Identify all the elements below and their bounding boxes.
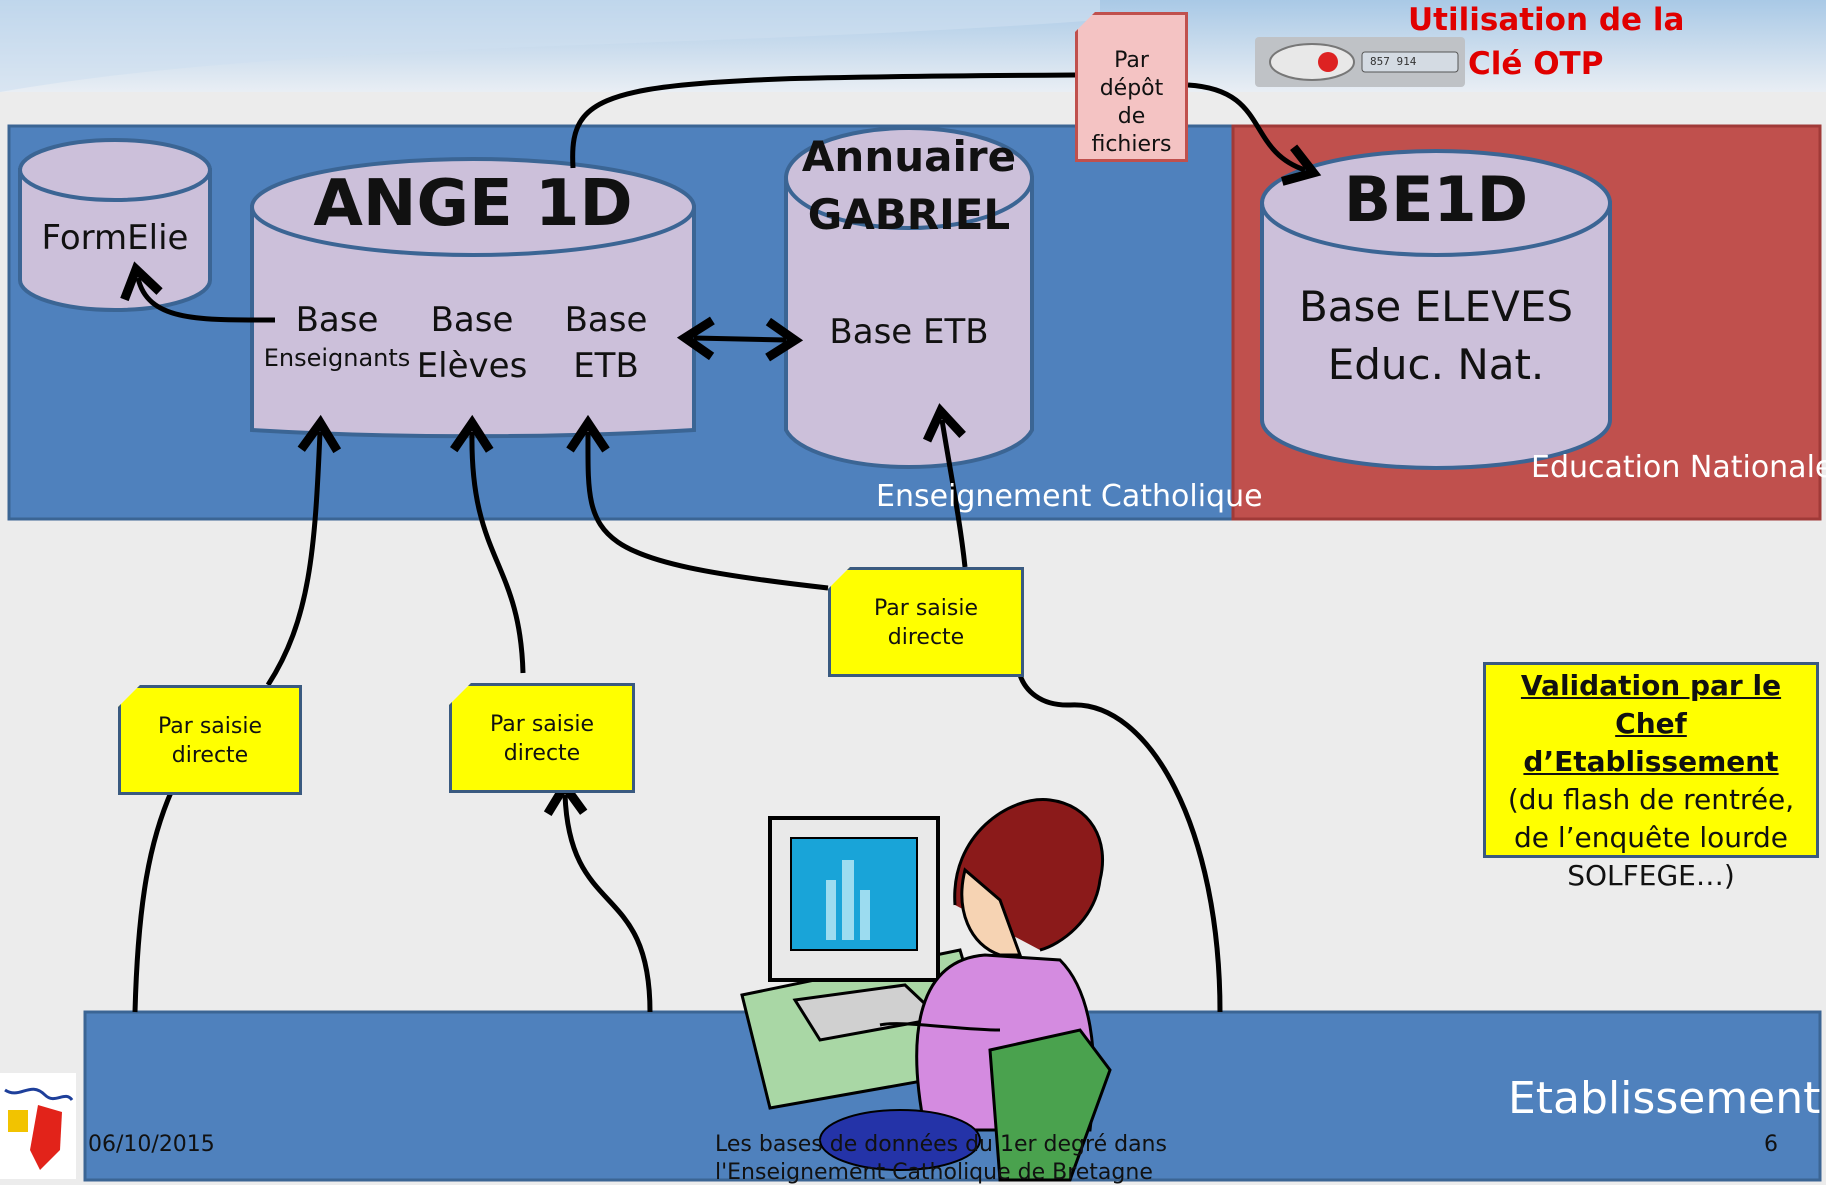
person-at-computer-illustration [740, 798, 1112, 1182]
otp-title-line1: Utilisation de la [1408, 2, 1685, 38]
saisie-note-2: Par saisie directe [449, 683, 635, 793]
ange-col2-line1: Base [430, 300, 514, 340]
gabriel-body: Base ETB [829, 312, 989, 352]
footer-page-number: 6 [1764, 1132, 1778, 1157]
otp-key-image [1255, 37, 1465, 87]
cylinder-be1d [1260, 149, 1612, 470]
saisie-note-1-line1: Par saisie [158, 714, 262, 739]
depot-line-1: Par [1114, 48, 1149, 73]
footer-title-line2: l'Enseignement Catholique de Bretagne [715, 1160, 1153, 1185]
depot-line-4: fichiers [1091, 132, 1172, 157]
depot-line-2: dépôt [1099, 76, 1164, 101]
validation-line4: de l’enquête lourde [1513, 821, 1789, 854]
zone-label-etablissement: Etablissement [1508, 1073, 1821, 1124]
formelie-title: FormElie [41, 218, 189, 258]
saisie-note-2-line2: directe [503, 741, 581, 766]
ange-col2-line2: Elèves [416, 346, 528, 386]
ange-col1-line1: Base [295, 300, 379, 340]
validation-box: Validation par le Chef d’Etablissement (… [1483, 662, 1819, 892]
validation-line5: SOLFEGE…) [1567, 859, 1735, 892]
otp-title-line2: Clé OTP [1468, 46, 1604, 82]
connectors [120, 72, 1322, 1013]
saisie-note-1: Par saisie directe [118, 685, 302, 795]
ange-col3-line1: Base [564, 300, 648, 340]
depot-fichiers-note: Par dépôt de fichiers [1075, 12, 1188, 162]
validation-line2: Chef d’Etablissement [1523, 707, 1779, 778]
saisie-note-1-line2: directe [171, 743, 249, 768]
otp-key-display: 857 914 [1370, 55, 1417, 68]
saisie-note-3: Par saisie directe [828, 567, 1024, 677]
saisie-note-3-line2: directe [887, 625, 965, 650]
be1d-line1: Base ELEVES [1298, 282, 1574, 331]
gabriel-title-line1: Annuaire [801, 132, 1017, 181]
gabriel-title-line2: GABRIEL [807, 190, 1011, 239]
ange-col3-line2: ETB [573, 346, 639, 386]
school-logo [0, 1073, 76, 1179]
be1d-title: BE1D [1343, 163, 1529, 236]
saisie-note-3-line1: Par saisie [874, 596, 978, 621]
validation-line3: (du flash de rentrée, [1507, 783, 1795, 816]
zone-label-education: Education Nationale [1531, 450, 1826, 485]
saisie-note-2-line1: Par saisie [490, 712, 594, 737]
validation-line1: Validation par le [1520, 669, 1782, 702]
zone-label-enseignement: Enseignement Catholique [876, 479, 1263, 514]
footer-date: 06/10/2015 [88, 1132, 215, 1157]
footer-title-line1: Les bases de données du 1er degré dans [715, 1132, 1167, 1157]
ange-title: ANGE 1D [313, 167, 633, 241]
cylinder-gabriel [784, 126, 1034, 469]
be1d-line2: Educ. Nat. [1327, 340, 1545, 389]
ange-col1-line2: Enseignants [263, 344, 411, 372]
depot-line-3: de [1117, 104, 1146, 129]
